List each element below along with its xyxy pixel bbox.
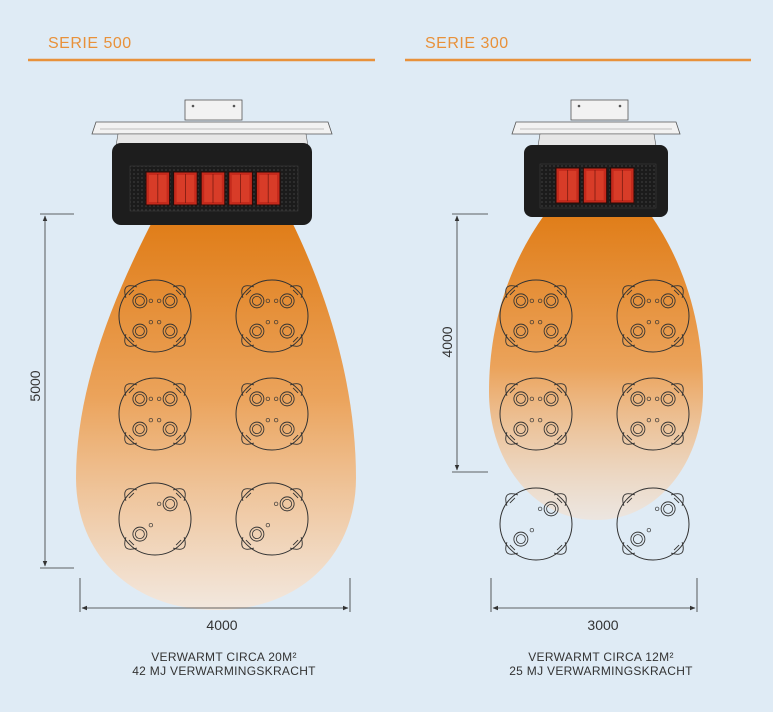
table-top xyxy=(118,482,192,556)
place-setting xyxy=(654,319,676,339)
table-with-chairs xyxy=(235,279,309,353)
place-setting xyxy=(156,319,178,339)
place-setting xyxy=(132,319,154,339)
place-setting xyxy=(537,319,559,339)
table-with-chairs xyxy=(616,487,690,561)
place-setting xyxy=(513,527,535,547)
place-setting xyxy=(273,293,295,309)
place-setting xyxy=(513,391,535,407)
burner-element xyxy=(610,167,635,204)
place-setting xyxy=(630,319,652,339)
table-top xyxy=(499,377,573,451)
place-setting xyxy=(132,391,154,407)
width-dimension xyxy=(490,578,698,612)
place-setting xyxy=(537,417,559,437)
depth-label: 5000 xyxy=(27,370,43,401)
burner-element xyxy=(555,167,580,204)
burner-element xyxy=(255,171,281,206)
chair xyxy=(505,493,519,507)
width-label: 4000 xyxy=(206,617,237,633)
place-setting xyxy=(249,293,271,309)
place-setting xyxy=(654,391,676,407)
place-setting xyxy=(630,391,652,407)
place-setting xyxy=(132,522,154,542)
place-setting xyxy=(537,391,559,407)
table-with-chairs xyxy=(235,482,309,556)
table-top xyxy=(616,377,690,451)
table-with-chairs xyxy=(118,482,192,556)
place-setting xyxy=(156,417,178,437)
place-setting xyxy=(249,417,271,437)
place-setting xyxy=(273,417,295,437)
place-setting xyxy=(156,293,178,309)
caption-line-2: 42 MJ VERWARMINGSKRACHT xyxy=(132,664,316,678)
place-setting xyxy=(156,496,178,512)
burner-element xyxy=(228,171,253,206)
place-setting xyxy=(537,293,559,309)
width-label: 3000 xyxy=(587,617,618,633)
depth-dimension xyxy=(452,213,488,473)
table-top xyxy=(235,377,309,451)
table-with-chairs xyxy=(118,377,192,451)
burner-element xyxy=(173,171,198,206)
place-setting xyxy=(249,391,271,407)
place-setting xyxy=(156,391,178,407)
table-with-chairs xyxy=(499,279,573,353)
table-top xyxy=(616,279,690,353)
table-with-chairs xyxy=(499,487,573,561)
table-with-chairs xyxy=(616,377,690,451)
place-setting xyxy=(132,293,154,309)
chair xyxy=(553,541,567,555)
burner-element xyxy=(582,167,608,204)
table-with-chairs xyxy=(499,377,573,451)
burner-element xyxy=(200,171,226,206)
place-setting xyxy=(249,319,271,339)
table-top xyxy=(118,377,192,451)
table-top xyxy=(235,482,309,556)
place-setting xyxy=(654,417,676,437)
panel-serie-500: SERIE 500 5000 4000 VERWARMT C xyxy=(27,35,375,678)
place-setting xyxy=(132,417,154,437)
burner-element xyxy=(145,171,171,206)
table-top xyxy=(499,279,573,353)
chair xyxy=(670,541,684,555)
heat-zone xyxy=(489,214,703,520)
place-setting xyxy=(273,319,295,339)
place-setting xyxy=(630,527,652,547)
table-with-chairs xyxy=(118,279,192,353)
place-setting xyxy=(513,417,535,437)
panel-serie-300: SERIE 300 4000 3000 VERWARMT CIRCA 12M² … xyxy=(405,35,751,678)
place-setting xyxy=(273,496,295,512)
width-dimension xyxy=(79,578,351,612)
place-setting xyxy=(513,293,535,309)
table-with-chairs xyxy=(616,279,690,353)
table-top xyxy=(616,487,690,561)
depth-dimension xyxy=(40,213,74,569)
panel-title: SERIE 500 xyxy=(48,35,132,52)
place-setting xyxy=(273,391,295,407)
place-setting xyxy=(630,293,652,309)
place-setting xyxy=(654,293,676,309)
heater-serie-300 xyxy=(511,99,681,217)
table-top xyxy=(118,279,192,353)
heater-serie-500 xyxy=(91,99,333,225)
table-top xyxy=(499,487,573,561)
table-top xyxy=(235,279,309,353)
table-grid xyxy=(499,279,690,561)
place-setting xyxy=(654,501,676,517)
place-setting xyxy=(630,417,652,437)
heat-zone xyxy=(76,222,356,610)
table-with-chairs xyxy=(235,377,309,451)
depth-label: 4000 xyxy=(439,326,455,357)
place-setting xyxy=(513,319,535,339)
caption-line-1: VERWARMT CIRCA 12M² xyxy=(528,650,674,664)
place-setting xyxy=(537,501,559,517)
table-grid xyxy=(118,279,309,556)
panel-title: SERIE 300 xyxy=(425,35,509,52)
caption-line-2: 25 MJ VERWARMINGSKRACHT xyxy=(509,664,693,678)
caption-line-1: VERWARMT CIRCA 20M² xyxy=(151,650,297,664)
place-setting xyxy=(249,522,271,542)
